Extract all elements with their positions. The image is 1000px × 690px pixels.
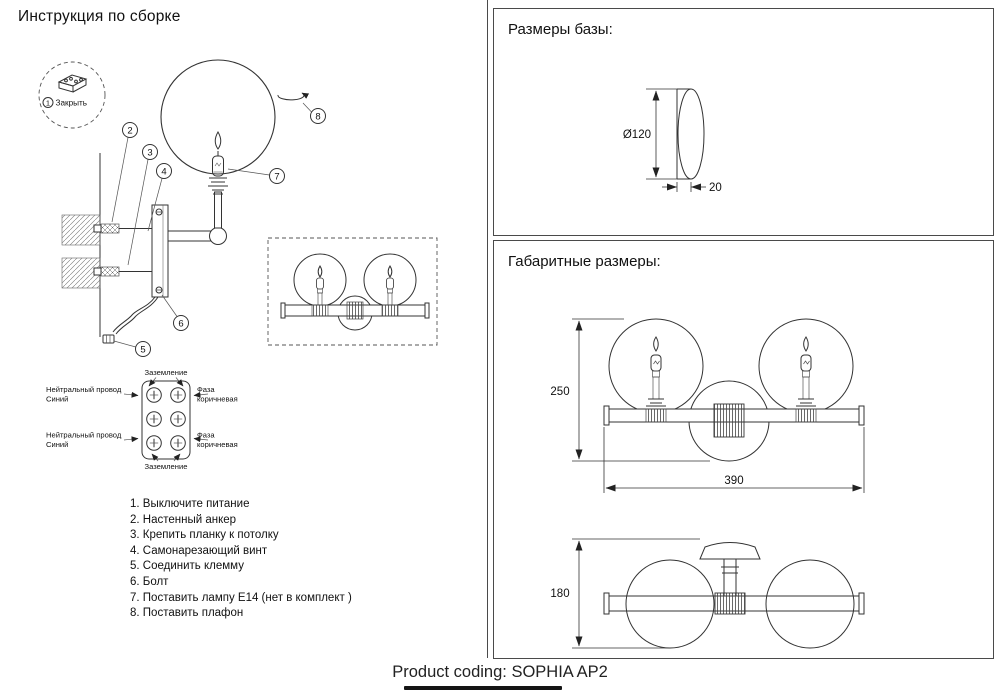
glass-globe bbox=[160, 59, 276, 175]
height-dimension: 250 bbox=[550, 318, 710, 462]
product-coding: Product coding: SOPHIA AP2 bbox=[392, 663, 608, 681]
step-item: 7. Поставить лампу Е14 (нет в комплект ) bbox=[130, 591, 352, 604]
callout-3: 3 bbox=[127, 144, 158, 266]
callout-6: 6 bbox=[161, 294, 189, 331]
rotate-arrow-icon bbox=[277, 92, 310, 101]
neutral-label-2: Нейтральный провод bbox=[46, 431, 122, 440]
assembly-diagram: 1 Закрыть bbox=[38, 59, 438, 471]
callout-7: 7 bbox=[227, 168, 285, 184]
front-view bbox=[603, 318, 865, 462]
callout-8: 8 bbox=[302, 102, 326, 124]
callout-4-number: 4 bbox=[161, 166, 166, 177]
step-item: 5. Соединить клемму bbox=[130, 560, 244, 573]
overall-dimensions-panel: Габаритные размеры: bbox=[493, 240, 994, 659]
callout-5-number: 5 bbox=[140, 344, 145, 355]
overall-dimensions-title: Габаритные размеры: bbox=[508, 253, 661, 270]
wall-anchors bbox=[93, 223, 152, 277]
terminal-detail-circle: 1 Закрыть bbox=[38, 61, 106, 129]
overall-dimensions-drawing: 250 390 bbox=[550, 318, 865, 649]
step-item: 1. Выключите питание bbox=[130, 498, 250, 510]
assembly-steps: 1. Выключите питание 2. Настенный анкер … bbox=[130, 497, 352, 622]
width-dimension: 390 bbox=[603, 427, 865, 493]
thickness-dimension: 20 bbox=[662, 182, 722, 194]
neutral-label-2b: Синий bbox=[46, 440, 68, 449]
ground-label-bottom: Заземление bbox=[145, 462, 188, 471]
base-dimensions-panel: Размеры базы: Ø120 bbox=[493, 8, 994, 236]
step-item: 4. Самонарезающий винт bbox=[130, 544, 268, 557]
page-title: Инструкция по сборке bbox=[18, 8, 181, 25]
callout-2-number: 2 bbox=[127, 125, 132, 136]
step-item: 8. Поставить плафон bbox=[130, 607, 244, 620]
wall bbox=[61, 153, 101, 337]
cropped-text-fragment bbox=[404, 686, 562, 690]
callout-7-number: 7 bbox=[274, 171, 279, 182]
diameter-dimension: Ø120 bbox=[623, 88, 678, 180]
power-wire bbox=[102, 296, 159, 344]
ground-label-top: Заземление bbox=[145, 368, 188, 377]
callout-8-number: 8 bbox=[315, 111, 320, 122]
depth-dimension: 180 bbox=[550, 538, 700, 649]
phase-label-2b: коричневая bbox=[197, 440, 238, 449]
height-label: 250 bbox=[550, 386, 569, 398]
top-view bbox=[603, 542, 865, 649]
close-step-number: 1 bbox=[46, 98, 50, 107]
diameter-label: Ø120 bbox=[623, 129, 651, 141]
callout-5: 5 bbox=[113, 340, 151, 357]
mounting-plate bbox=[151, 204, 169, 298]
callout-6-number: 6 bbox=[178, 318, 183, 329]
base-cylinder bbox=[676, 88, 705, 180]
width-label: 390 bbox=[724, 475, 743, 487]
step-item: 2. Настенный анкер bbox=[130, 513, 237, 526]
bulb bbox=[212, 131, 224, 177]
callout-3-number: 3 bbox=[147, 147, 152, 158]
step-item: 3. Крепить планку к потолку bbox=[130, 529, 279, 542]
thickness-label: 20 bbox=[709, 182, 722, 194]
terminal-block bbox=[141, 380, 191, 460]
neutral-label-1b: Синий bbox=[46, 395, 68, 404]
callout-2: 2 bbox=[111, 122, 138, 223]
column-divider bbox=[487, 0, 488, 658]
front-view-preview bbox=[267, 237, 438, 346]
depth-label: 180 bbox=[550, 588, 569, 600]
base-dimensions-title: Размеры базы: bbox=[508, 21, 613, 38]
step-item: 6. Болт bbox=[130, 575, 169, 588]
callout-4: 4 bbox=[147, 163, 172, 232]
wiring-labels: Заземление Нейтральный провод Синий Фаза… bbox=[46, 368, 238, 471]
phase-label-1: Фаза bbox=[197, 385, 215, 394]
neutral-label-1: Нейтральный провод bbox=[46, 385, 122, 394]
close-step-label: Закрыть bbox=[56, 99, 88, 108]
phase-label-2: Фаза bbox=[197, 431, 215, 440]
lamp-arm bbox=[168, 177, 228, 245]
base-dimensions-drawing: Ø120 20 bbox=[623, 88, 722, 194]
phase-label-1b: коричневая bbox=[197, 395, 238, 404]
